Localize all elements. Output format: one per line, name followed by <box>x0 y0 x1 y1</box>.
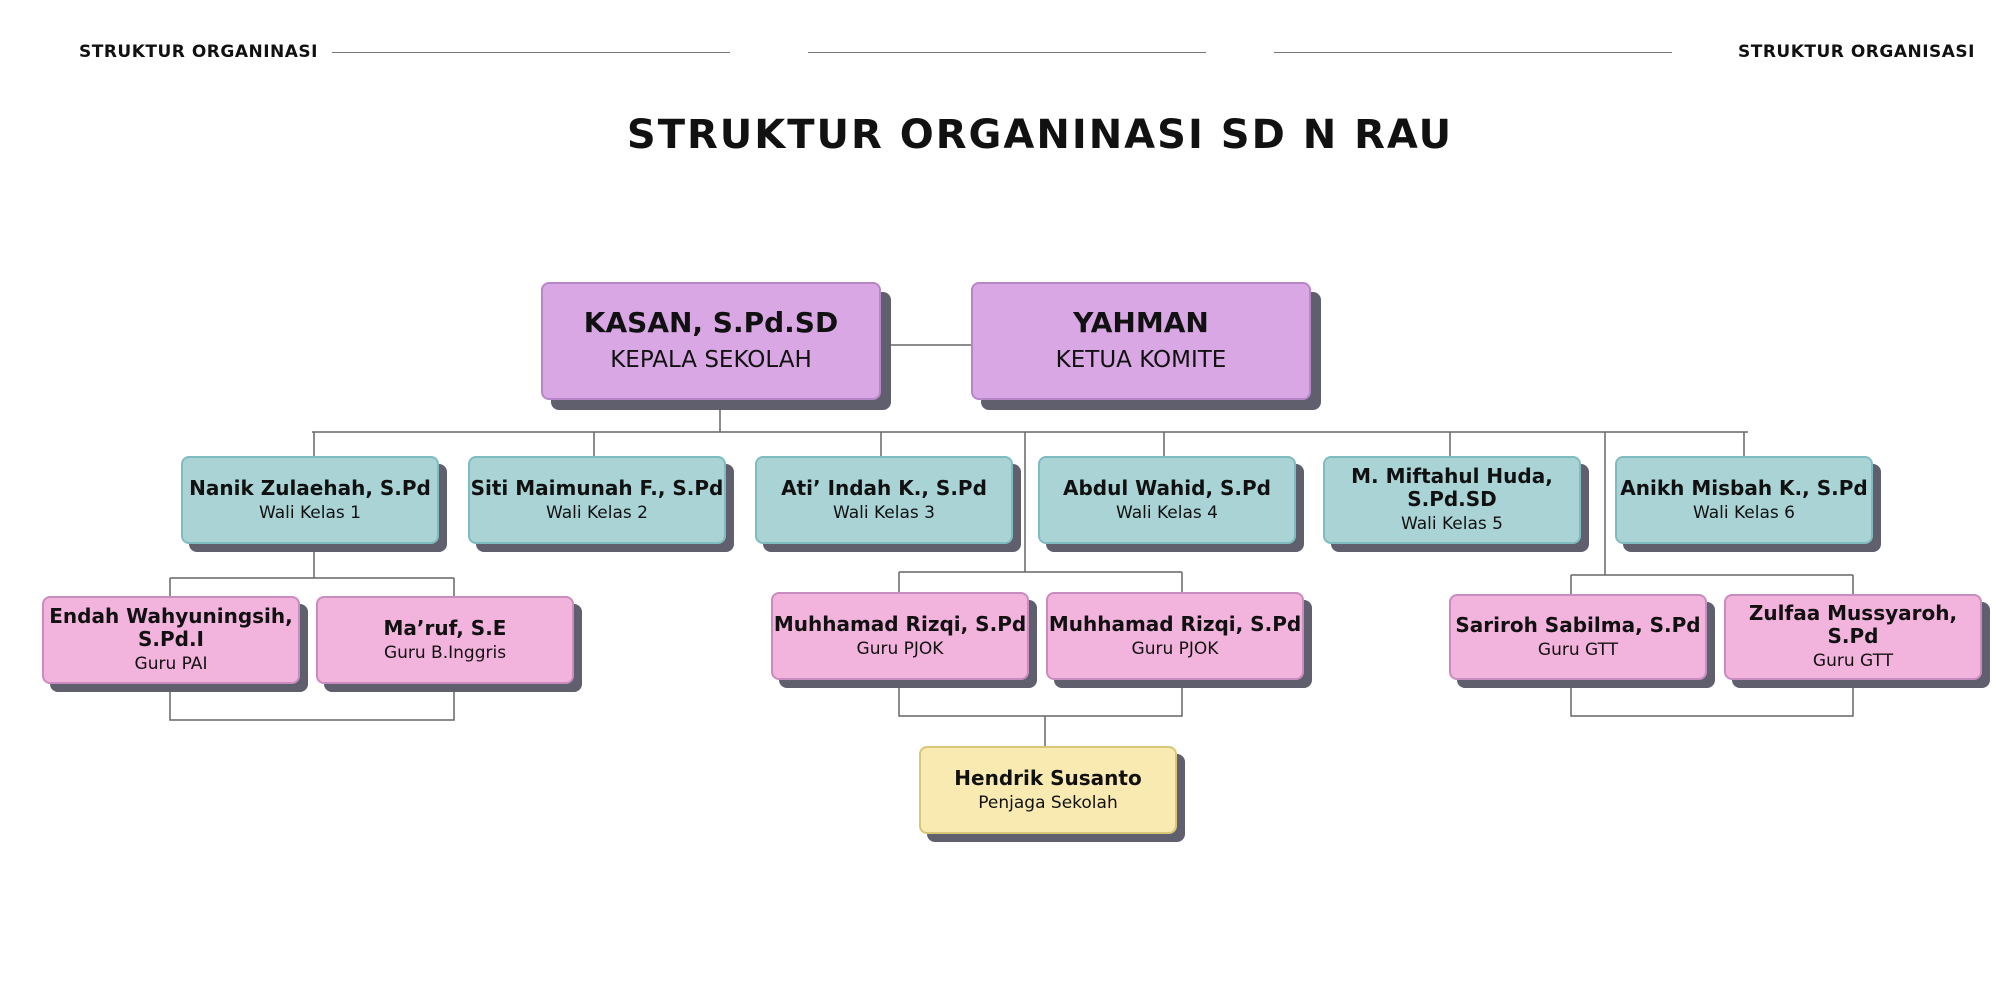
ketua-komite-role: KETUA KOMITE <box>1055 347 1227 374</box>
penjaga-sekolah-name: Hendrik Susanto <box>954 765 1142 790</box>
header-right-label: STRUKTUR ORGANISASI <box>1738 42 1975 62</box>
wali-kelas-5-box: M. Miftahul Huda, S.Pd.SD Wali Kelas 5 <box>1323 456 1581 544</box>
connector-gtt-bottom <box>1570 680 1854 717</box>
wali-kelas-2-name: Siti Maimunah F., S.Pd <box>470 475 724 500</box>
wali-kelas-6-name: Anikh Misbah K., S.Pd <box>1620 475 1868 500</box>
guru-gtt-2-box: Zulfaa Mussyaroh, S.Pd Guru GTT <box>1724 594 1982 680</box>
header-divider-right <box>1274 52 1672 53</box>
wali-kelas-5-role: Wali Kelas 5 <box>1401 514 1503 535</box>
connector-pjok-bottom <box>898 680 1183 717</box>
guru-pjok-2-name: Muhhamad Rizqi, S.Pd <box>1048 611 1302 636</box>
guru-pai-role: Guru PAI <box>134 654 208 675</box>
ketua-komite-box: YAHMAN KETUA KOMITE <box>971 282 1311 400</box>
wali-kelas-3-name: Ati’ Indah K., S.Pd <box>781 475 987 500</box>
kepala-sekolah-name: KASAN, S.Pd.SD <box>583 306 839 340</box>
penjaga-sekolah-role: Penjaga Sekolah <box>978 792 1118 813</box>
wali-kelas-3-box: Ati’ Indah K., S.Pd Wali Kelas 3 <box>755 456 1013 544</box>
penjaga-sekolah-box: Hendrik Susanto Penjaga Sekolah <box>919 746 1177 834</box>
ketua-komite-name: YAHMAN <box>1073 306 1209 340</box>
wali-kelas-4-box: Abdul Wahid, S.Pd Wali Kelas 4 <box>1038 456 1296 544</box>
wali-kelas-1-name: Nanik Zulaehah, S.Pd <box>189 475 431 500</box>
wali-kelas-3-role: Wali Kelas 3 <box>833 502 935 523</box>
page-title: STRUKTUR ORGANINASI SD N RAU <box>626 112 1454 158</box>
header-divider-middle <box>808 52 1206 53</box>
connector-pai-bottom <box>169 684 455 721</box>
guru-pjok-2-box: Muhhamad Rizqi, S.Pd Guru PJOK <box>1046 592 1304 680</box>
guru-pjok-1-name: Muhhamad Rizqi, S.Pd <box>773 611 1027 636</box>
guru-binggris-box: Ma’ruf, S.E Guru B.Inggris <box>316 596 574 684</box>
guru-pai-box: Endah Wahyuningsih, S.Pd.I Guru PAI <box>42 596 300 684</box>
guru-binggris-name: Ma’ruf, S.E <box>383 615 507 640</box>
wali-kelas-1-box: Nanik Zulaehah, S.Pd Wali Kelas 1 <box>181 456 439 544</box>
wali-kelas-4-name: Abdul Wahid, S.Pd <box>1063 475 1271 500</box>
guru-gtt-1-name: Sariroh Sabilma, S.Pd <box>1455 612 1701 637</box>
wali-kelas-6-role: Wali Kelas 6 <box>1693 502 1795 523</box>
wali-kelas-6-box: Anikh Misbah K., S.Pd Wali Kelas 6 <box>1615 456 1873 544</box>
header-left-label: STRUKTUR ORGANINASI <box>79 42 318 62</box>
guru-pjok-2-role: Guru PJOK <box>1131 638 1219 659</box>
guru-pjok-1-role: Guru PJOK <box>856 638 944 659</box>
wali-kelas-1-role: Wali Kelas 1 <box>259 502 361 523</box>
wali-kelas-5-name: M. Miftahul Huda, S.Pd.SD <box>1351 464 1553 512</box>
guru-gtt-2-name: Zulfaa Mussyaroh, S.Pd <box>1748 601 1958 649</box>
guru-gtt-1-role: Guru GTT <box>1537 639 1619 660</box>
guru-gtt-1-box: Sariroh Sabilma, S.Pd Guru GTT <box>1449 594 1707 680</box>
wali-kelas-4-role: Wali Kelas 4 <box>1116 502 1218 523</box>
header-divider-left <box>332 52 730 53</box>
guru-pai-name: Endah Wahyuningsih, S.Pd.I <box>49 604 293 652</box>
wali-kelas-2-box: Siti Maimunah F., S.Pd Wali Kelas 2 <box>468 456 726 544</box>
wali-kelas-2-role: Wali Kelas 2 <box>546 502 648 523</box>
guru-gtt-2-role: Guru GTT <box>1812 651 1894 672</box>
kepala-sekolah-role: KEPALA SEKOLAH <box>610 347 812 374</box>
guru-binggris-role: Guru B.Inggris <box>383 642 507 663</box>
kepala-sekolah-box: KASAN, S.Pd.SD KEPALA SEKOLAH <box>541 282 881 400</box>
guru-pjok-1-box: Muhhamad Rizqi, S.Pd Guru PJOK <box>771 592 1029 680</box>
